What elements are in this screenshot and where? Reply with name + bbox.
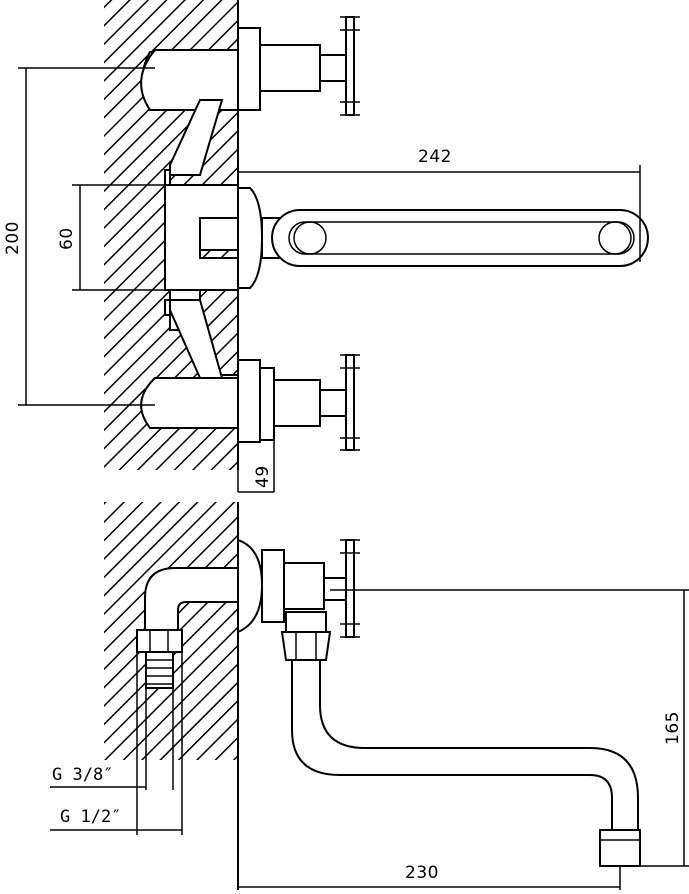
side-view: G 3/8″ G 1/2″ 165 230 [50, 502, 689, 890]
upper-handle[interactable] [345, 16, 355, 116]
top-view: 242 200 60 49 [3, 0, 649, 493]
upper-stem [259, 44, 321, 92]
side-handle[interactable] [345, 539, 355, 638]
thread-label-g12: G 1/2″ [60, 807, 121, 827]
lower-flange [237, 359, 261, 443]
thread-label-g38: G 3/8″ [52, 765, 113, 785]
dimension-60-label: 60 [57, 227, 77, 250]
lower-handle[interactable] [345, 354, 355, 451]
lower-inlet [140, 377, 239, 429]
thread-shank [145, 651, 174, 689]
dimension-165-label: 165 [663, 711, 683, 745]
upper-connector [169, 99, 224, 176]
lower-connector [169, 299, 224, 379]
horizontal-spout [271, 209, 649, 267]
dimension-230-label: 230 [405, 863, 439, 883]
dimension-49-label: 49 [253, 465, 273, 488]
spout-collar [285, 611, 327, 633]
spout-nut [280, 631, 332, 661]
side-bonnet [323, 577, 347, 601]
hex-nut [136, 629, 183, 653]
upper-inlet [140, 49, 239, 111]
upper-flange [237, 27, 261, 111]
lower-rosette [259, 367, 275, 441]
side-flange [237, 538, 264, 634]
s-curve-spout [291, 659, 639, 831]
upper-bonnet [319, 54, 347, 82]
dimension-200-label: 200 [3, 221, 23, 255]
spout-aerator [599, 829, 641, 867]
spout-base [237, 187, 264, 289]
side-rosette [261, 549, 285, 623]
lower-stem [273, 379, 321, 427]
lower-bonnet [319, 389, 347, 417]
dimension-242-label: 242 [418, 147, 452, 167]
side-stem [283, 562, 325, 610]
